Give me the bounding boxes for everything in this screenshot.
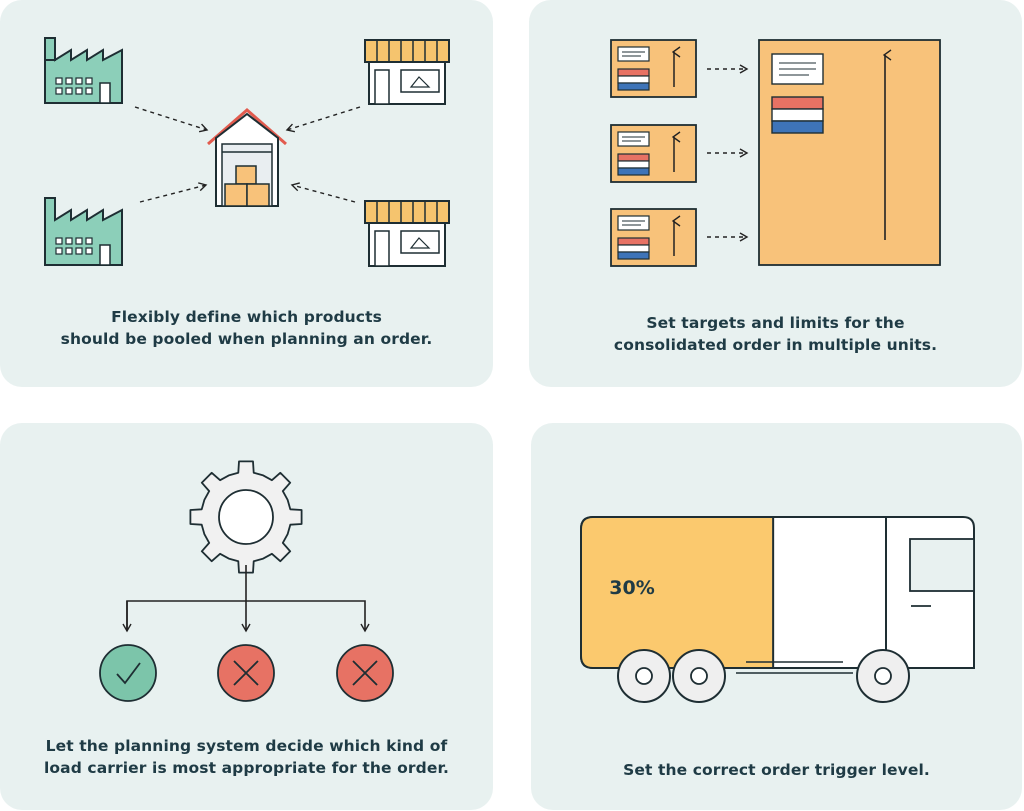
check-icon xyxy=(99,644,157,702)
load-carrier-diagram xyxy=(99,460,394,702)
pooling-diagram xyxy=(44,37,450,267)
flow-arrows xyxy=(134,106,361,203)
decision-branches xyxy=(122,565,370,633)
gear-icon xyxy=(189,460,303,574)
order-card-icon xyxy=(610,39,697,98)
panel-pooling: Flexibly define which products should be… xyxy=(0,0,493,387)
cross-icon xyxy=(336,644,394,702)
cross-icon xyxy=(217,644,275,702)
trigger-diagram: 30% xyxy=(580,516,975,703)
warehouse-icon xyxy=(207,108,287,207)
order-card-icon xyxy=(610,124,697,183)
trigger-level-label: 30% xyxy=(609,577,654,599)
consolidated-order-icon xyxy=(758,39,941,266)
caption-load-carrier: Let the planning system decide which kin… xyxy=(44,737,449,777)
factory-icon xyxy=(44,37,123,104)
caption-pooling: Flexibly define which products should be… xyxy=(60,308,433,348)
trigger-level-fill xyxy=(580,516,775,669)
targets-diagram xyxy=(610,39,941,267)
store-icon xyxy=(364,200,450,267)
store-icon xyxy=(364,39,450,105)
order-card-icon xyxy=(610,208,697,267)
panel-targets: Set targets and limits for the consolida… xyxy=(529,0,1022,387)
flow-arrows xyxy=(707,64,749,242)
caption-targets: Set targets and limits for the consolida… xyxy=(613,314,938,354)
panel-load-carrier: Let the planning system decide which kin… xyxy=(0,423,493,810)
caption-trigger: Set the correct order trigger level. xyxy=(623,761,930,779)
panel-trigger: 30% Set the correct order trigger level. xyxy=(531,423,1022,810)
factory-icon xyxy=(44,197,123,266)
truck-icon: 30% xyxy=(580,516,975,703)
